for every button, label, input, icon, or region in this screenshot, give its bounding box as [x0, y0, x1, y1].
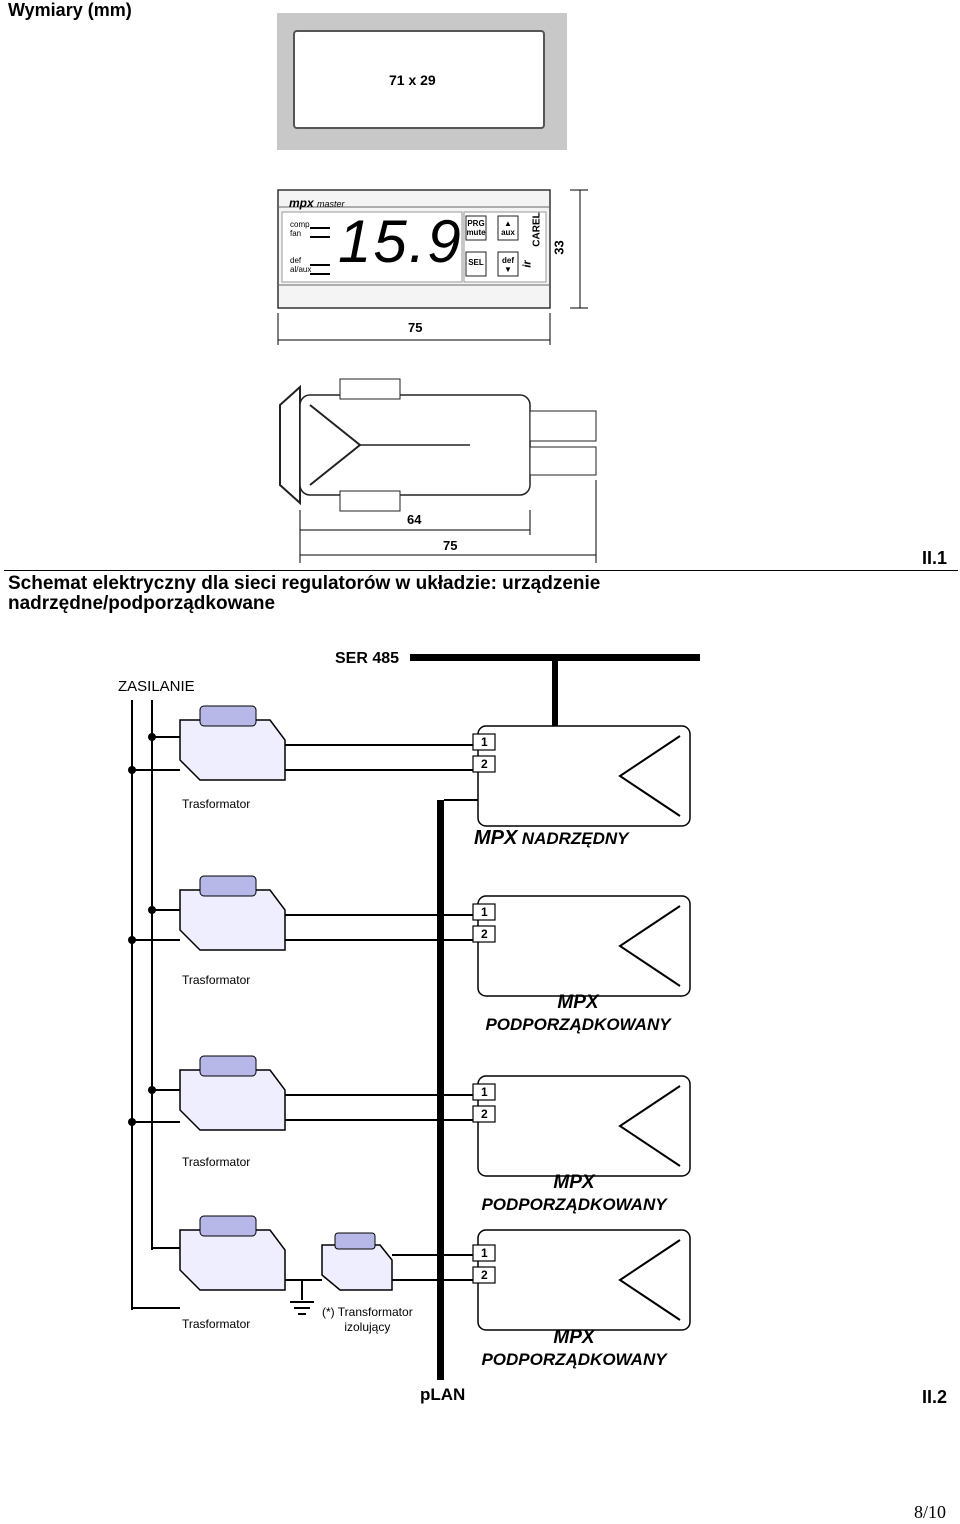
ser485-label: SER 485 — [335, 650, 400, 667]
unit-3-model: MPX — [553, 1172, 595, 1193]
figure-label-1: II.1 — [922, 548, 948, 568]
port-1-unit-2: 1 — [481, 905, 488, 919]
button-aux: aux — [501, 228, 515, 237]
isolating-transformer-line2: izolujący — [344, 1320, 391, 1334]
side-depth-75: 75 — [443, 538, 458, 553]
transformer-label-4: Trasformator — [182, 1317, 251, 1331]
button-mute: mute — [466, 228, 486, 237]
down-arrow-icon: ▼ — [504, 265, 512, 274]
up-arrow-icon: ▲ — [504, 219, 512, 228]
transformer-label-1: Trasformator — [182, 797, 251, 811]
page-number: 8/10 — [914, 1502, 947, 1522]
transformer-label-3: Trasformator — [182, 1155, 251, 1169]
port-2-unit-1: 2 — [481, 757, 488, 771]
brand-mpx: mpx — [289, 196, 314, 210]
section-heading-line2: nadrzędne/podporządkowane — [8, 593, 276, 614]
indicator-def: def — [290, 256, 302, 265]
port-1-unit-1: 1 — [481, 735, 488, 749]
isolating-transformer-line1: (*) Transformator — [322, 1305, 413, 1319]
cutout-window — [293, 30, 545, 129]
port-2-unit-2: 2 — [481, 927, 488, 941]
unit-2-model: MPX — [557, 992, 599, 1013]
front-width-dimension: 75 — [408, 320, 423, 335]
figure-label-2: II.2 — [922, 1387, 948, 1407]
indicator-al-aux: al/aux — [290, 265, 312, 274]
indicator-comp: comp — [290, 220, 310, 229]
plan-label: pLAN — [420, 1385, 466, 1404]
power-label: ZASILANIE — [118, 678, 195, 695]
unit-1-role: NADRZĘDNY — [521, 829, 629, 848]
front-panel-drawing — [277, 189, 588, 345]
display-value: 15.9 — [338, 208, 463, 275]
ir-logo: ir — [521, 260, 534, 268]
side-view-drawing — [279, 378, 597, 563]
side-depth-64: 64 — [407, 512, 422, 527]
port-2-unit-3: 2 — [481, 1107, 488, 1121]
unit-4-role: PODPORZĄDKOWANY — [481, 1350, 667, 1369]
unit-1-model: MPX — [474, 827, 518, 849]
section-divider — [4, 570, 958, 571]
port-2-unit-4: 2 — [481, 1268, 488, 1282]
section-heading-line1: Schemat elektryczny dla sieci regulatoró… — [8, 573, 601, 594]
indicator-fan: fan — [290, 229, 302, 238]
button-def: def — [502, 256, 514, 265]
power-taps — [128, 733, 180, 1309]
cutout-dimension: 71 x 29 — [389, 72, 436, 88]
unit-2-role: PODPORZĄDKOWANY — [485, 1015, 671, 1034]
port-1-unit-3: 1 — [481, 1085, 488, 1099]
transformer-label-2: Trasformator — [182, 973, 251, 987]
brand-model: master — [317, 199, 345, 209]
unit-4-model: MPX — [553, 1327, 595, 1348]
button-sel: SEL — [468, 258, 484, 267]
front-height-dimension: 33 — [551, 240, 567, 255]
port-1-unit-4: 1 — [481, 1246, 488, 1260]
unit-3-role: PODPORZĄDKOWANY — [481, 1195, 667, 1214]
wiring-schematic — [128, 654, 700, 1380]
button-prg: PRG — [467, 219, 485, 228]
page-title: Wymiary (mm) — [8, 0, 132, 20]
carel-logo: CAREL — [531, 212, 543, 247]
